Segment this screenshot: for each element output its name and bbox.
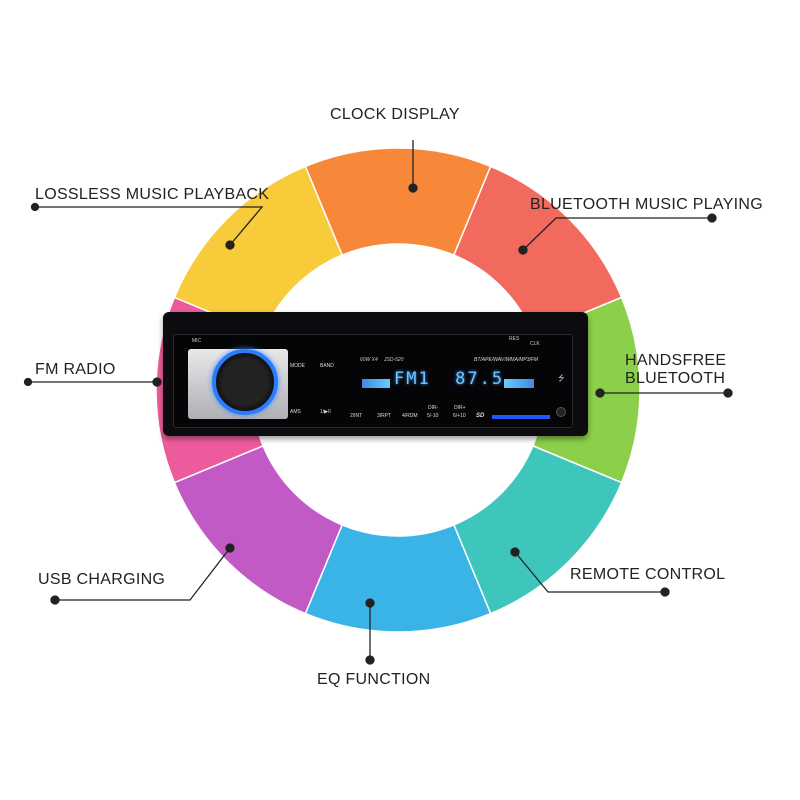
eq-function-label: EQ FUNCTION <box>317 671 431 688</box>
remote-callout <box>510 547 670 597</box>
handsfree-line-1: HANDSFREE <box>625 352 727 369</box>
usb-charging-label: USB CHARGING <box>38 571 166 588</box>
eq-callout <box>365 598 375 665</box>
ams-button[interactable]: AMS <box>290 409 301 415</box>
usb-callout <box>50 543 235 605</box>
clock-callout <box>408 140 418 193</box>
lcd-display: FM1 87.5 <box>394 369 505 389</box>
remote-control-label: REMOTE CONTROL <box>570 566 726 583</box>
formats-label: BT/APE/WAV/WMA/MP3/FM <box>474 357 539 363</box>
car-radio: MIC RES CLK MODE BAND 60W X4 JSD-520 BT/… <box>163 312 588 436</box>
faceplate: MIC RES CLK MODE BAND 60W X4 JSD-520 BT/… <box>173 334 573 428</box>
preset-1-button[interactable]: 1/▶II <box>320 409 331 415</box>
model-label: JSD-520 <box>384 357 404 363</box>
clk-button[interactable]: CLK <box>530 341 540 347</box>
sd-slot[interactable] <box>492 415 550 419</box>
handsfree-callout <box>595 388 733 398</box>
eq-bars-left <box>362 379 390 388</box>
preset-2-button[interactable]: 2/INT <box>350 413 363 419</box>
ring-segment-lossless <box>173 165 344 336</box>
bluetooth-music-label: BLUETOOTH MUSIC PLAYING <box>530 196 764 213</box>
handsfree-line-2: BLUETOOTH <box>625 370 726 387</box>
mic-label: MIC <box>192 338 202 344</box>
preset-5-button[interactable]: 5/-10 <box>427 413 439 419</box>
bt-music-callout <box>518 213 717 255</box>
preset-3-button[interactable]: 3/RPT <box>377 413 392 419</box>
preset-4-button[interactable]: 4/RDM <box>402 413 418 419</box>
dir-minus-label: DIR- <box>428 405 439 411</box>
mode-button[interactable]: MODE <box>290 363 305 369</box>
eq-bars-right <box>504 379 534 388</box>
clock-display-label: CLOCK DISPLAY <box>330 106 460 123</box>
dir-plus-label: DIR+ <box>454 405 466 411</box>
lossless-playback-label: LOSSLESS MUSIC PLAYBACK <box>35 186 270 203</box>
sd-label: SD <box>476 413 485 419</box>
res-label: RES <box>509 336 520 342</box>
power-label: 60W X4 <box>360 357 378 363</box>
fm-callout <box>23 377 162 387</box>
volume-knob[interactable] <box>212 349 278 415</box>
usb-icon: ⭍ <box>558 374 565 383</box>
preset-6-button[interactable]: 6/+10 <box>453 413 466 419</box>
band-button[interactable]: BAND <box>320 363 334 369</box>
fm-radio-label: FM RADIO <box>35 361 116 378</box>
lossless-callout <box>30 202 264 250</box>
aux-jack[interactable] <box>556 407 566 417</box>
